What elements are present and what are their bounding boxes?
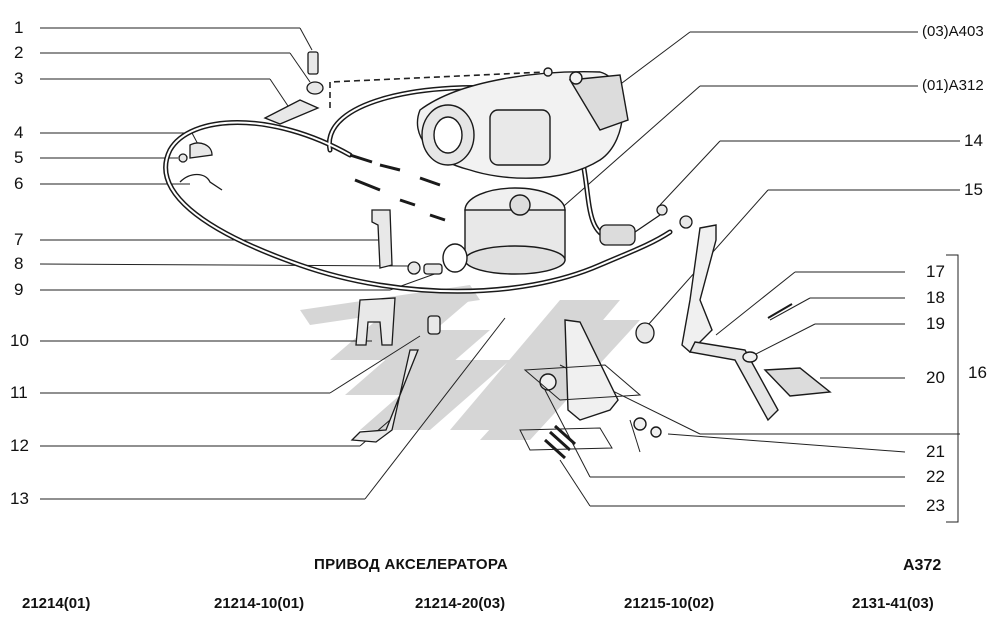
diagram-title: ПРИВОД АКСЕЛЕРАТОРА <box>314 556 508 573</box>
pedal-outline-frames <box>519 364 642 451</box>
callout-12: 12 <box>10 436 29 455</box>
variant-1: 21214(01) <box>22 595 91 612</box>
diagram-code: А372 <box>903 557 942 574</box>
variant-5: 2131-41(03) <box>852 595 934 612</box>
callout-7: 7 <box>14 230 24 249</box>
callout-3: 3 <box>14 69 24 88</box>
callout-18: 18 <box>926 288 945 307</box>
ref-a403: (03)А403 <box>922 23 984 40</box>
callout-11: 11 <box>10 383 28 402</box>
callout-19: 19 <box>926 314 945 333</box>
carburetor <box>442 187 566 275</box>
ref-a312: (01)А312 <box>922 77 984 94</box>
leader-lines <box>39 27 960 523</box>
callout-6: 6 <box>14 174 24 193</box>
variant-3: 21214-20(03) <box>415 595 506 612</box>
callout-9: 9 <box>14 280 24 299</box>
callout-5: 5 <box>14 148 24 167</box>
callout-2: 2 <box>14 43 24 62</box>
pedal-assembly <box>539 224 832 460</box>
callout-4: 4 <box>14 123 24 142</box>
dashed-ref-line <box>329 71 546 108</box>
callout-10: 10 <box>10 331 29 350</box>
callout-8: 8 <box>14 254 24 273</box>
callout-22: 22 <box>926 467 945 486</box>
callout-17: 17 <box>926 262 945 281</box>
callout-1: 1 <box>14 18 24 37</box>
callout-13: 13 <box>10 489 29 508</box>
callout-23: 23 <box>926 496 945 515</box>
intake-manifold <box>416 67 629 179</box>
callout-16-group: 16 <box>968 363 987 382</box>
callout-21: 21 <box>926 442 945 461</box>
variant-4: 21215-10(02) <box>624 595 715 612</box>
callout-15: 15 <box>964 180 983 199</box>
callout-20: 20 <box>926 368 945 387</box>
variant-2: 21214-10(01) <box>214 595 305 612</box>
hardware-parts <box>178 51 693 443</box>
callout-14: 14 <box>964 131 983 150</box>
